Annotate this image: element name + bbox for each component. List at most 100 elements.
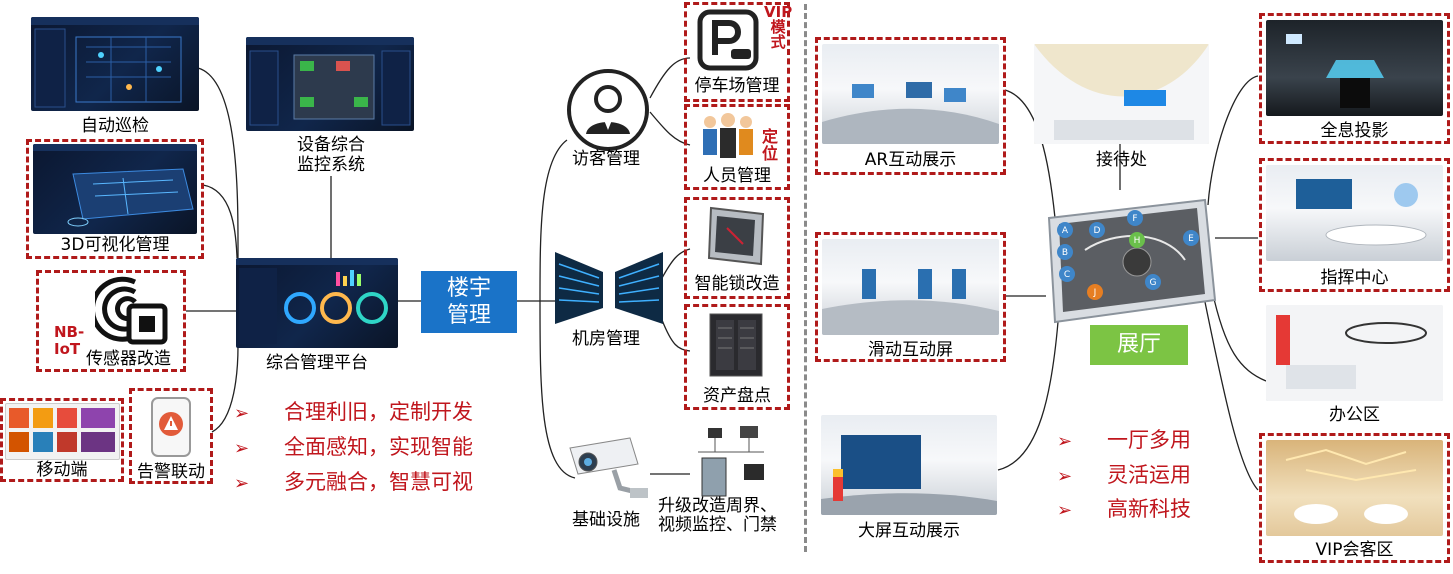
command-label: 指挥中心 <box>1320 268 1389 288</box>
exhibit-room-icon <box>822 82 999 144</box>
slide-screen-frame <box>815 232 1006 362</box>
svg-text:A: A <box>1062 226 1069 236</box>
mobile-app-grid-icon <box>9 408 115 452</box>
bullet-text: 全面感知，实现智能 <box>284 435 473 459</box>
hologram-pedestal-icon <box>1286 34 1384 108</box>
bullet-left-3: ➢多元融合，智慧可视 <box>234 466 473 496</box>
alarm-phone-icon <box>151 397 191 457</box>
bullet-right-2: ➢ 灵活运用 <box>1057 459 1191 489</box>
bullet-right-3: ➢ 高新科技 <box>1057 493 1191 523</box>
smart-lock-icon <box>707 206 765 266</box>
bullet-text: 高新科技 <box>1107 497 1191 521</box>
bullet-text: 灵活运用 <box>1107 463 1191 487</box>
vip-mode-label: VIP 模 式 <box>764 3 793 51</box>
section-divider <box>804 4 807 552</box>
link-visitor <box>539 139 568 302</box>
viz3d-label: 3D可视化管理 <box>60 235 170 255</box>
equip-monitor-label: 设备综合 监控系统 <box>297 135 365 175</box>
reception-label: 接待处 <box>1096 150 1147 170</box>
office-screenshot <box>1266 305 1443 401</box>
big-screen-room-icon <box>821 435 997 515</box>
hall-floorplan-icon: A B C D E F G H J <box>1047 198 1217 324</box>
bullet-left-2: ➢全面感知，实现智能 <box>234 431 473 461</box>
locate-label: 定 位 <box>762 127 779 163</box>
svg-text:H: H <box>1134 236 1141 246</box>
svg-text:F: F <box>1132 214 1137 224</box>
server-rack-icon <box>555 252 663 324</box>
alarm-frame <box>129 388 213 484</box>
parking-frame <box>684 2 790 102</box>
parking-p-icon <box>697 9 759 71</box>
vip-lounge-icon <box>1285 448 1417 524</box>
smart-lock-frame <box>684 197 790 299</box>
equip-monitor-screenshot <box>246 37 414 131</box>
reception-room-icon <box>1034 44 1209 144</box>
vip-room-label: VIP会客区 <box>1315 540 1394 560</box>
link-patrol <box>197 67 239 263</box>
link-asset <box>661 319 691 352</box>
reception-screenshot <box>1034 44 1209 144</box>
mobile-label: 移动端 <box>36 460 88 480</box>
arrow-right-icon: ➢ <box>1057 431 1073 452</box>
bullet-text: 多元融合，智慧可视 <box>284 470 473 494</box>
sensor-frame <box>36 270 186 372</box>
people-group-icon <box>703 113 753 158</box>
visitor-label: 访客管理 <box>572 149 640 169</box>
office-label: 办公区 <box>1329 405 1380 425</box>
office-room-icon <box>1266 305 1443 401</box>
hologram-frame <box>1259 13 1450 144</box>
command-frame <box>1259 158 1450 292</box>
hologram-screenshot <box>1266 20 1443 116</box>
nbiot-label: NB- IoT <box>54 323 85 358</box>
parking-label: 停车场管理 <box>694 76 780 96</box>
ar-screenshot <box>822 44 999 144</box>
arrow-right-icon: ➢ <box>1057 466 1073 487</box>
screen-map-icon <box>31 17 199 108</box>
svg-text:C: C <box>1064 270 1070 280</box>
svg-text:B: B <box>1062 248 1068 258</box>
svg-text:E: E <box>1188 234 1194 244</box>
vip-room-frame <box>1259 433 1450 563</box>
link-alarm <box>211 345 239 433</box>
sensor-label: 传感器改造 <box>86 349 171 369</box>
viz3d-screenshot <box>33 144 197 234</box>
screen-dashboard-icon <box>236 258 398 344</box>
infra-label: 基础设施 <box>572 510 640 530</box>
bullet-right-1: ➢ 一厅多用 <box>1057 424 1191 454</box>
arrow-right-icon: ➢ <box>234 403 250 424</box>
visitor-person-icon <box>567 69 649 151</box>
bullet-text: 一厅多用 <box>1107 428 1191 452</box>
bullet-left-1: ➢ 合理利旧，定制开发 <box>234 396 473 426</box>
ar-frame <box>815 37 1006 175</box>
alarm-label: 告警联动 <box>137 462 205 482</box>
viz3d-frame <box>26 139 204 259</box>
slide-wall-icon <box>822 269 999 335</box>
security-camera-icon <box>569 437 648 498</box>
big-screen-label: 大屏互动展示 <box>858 521 960 541</box>
asset-label: 资产盘点 <box>703 386 771 406</box>
upgrade-label: 升级改造周界、 视频监控、门禁 <box>658 496 777 535</box>
link-vip <box>1204 301 1259 491</box>
access-control-diagram-icon <box>698 426 764 497</box>
screen-floorplan-icon <box>246 37 414 126</box>
mobile-frame <box>0 398 124 482</box>
arrow-right-icon: ➢ <box>1057 500 1073 521</box>
datacenter-label: 机房管理 <box>572 329 640 349</box>
hologram-label: 全息投影 <box>1320 121 1389 141</box>
personnel-label: 人员管理 <box>703 166 771 186</box>
link-hologram <box>1207 75 1259 206</box>
building-management-node: 楼宇 管理 <box>421 271 517 333</box>
asset-frame <box>684 304 790 410</box>
smart-lock-label: 智能锁改造 <box>694 274 780 294</box>
cabinet-icon <box>709 313 763 377</box>
mobile-screenshot <box>5 403 120 460</box>
personnel-frame <box>684 104 790 190</box>
bullet-text: 合理利旧，定制开发 <box>284 400 473 424</box>
ar-label: AR互动展示 <box>864 150 957 170</box>
platform-label: 综合管理平台 <box>266 353 368 373</box>
svg-text:J: J <box>1093 288 1097 298</box>
hall-zone-markers: A B C D E F G H J <box>1057 210 1199 300</box>
link-3d <box>202 184 238 259</box>
